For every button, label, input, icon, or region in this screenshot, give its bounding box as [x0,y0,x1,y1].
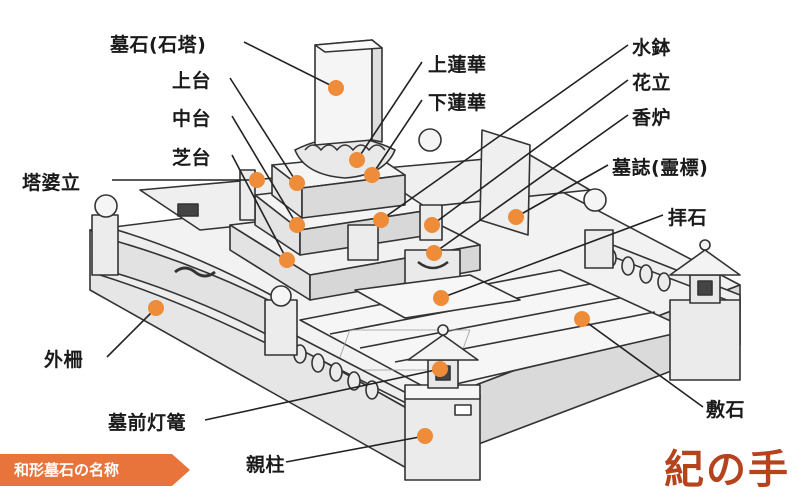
label-mizubachi: 水鉢 [632,37,672,59]
marker-chudai [289,217,305,233]
marker-jorenge [349,152,365,168]
label-gerenge: 下蓮華 [428,92,487,114]
label-boseki: 墓石(石塔) [110,34,207,56]
lantern-right [669,239,741,304]
markers [148,80,590,444]
tombstone [314,39,373,146]
label-gaisaku: 外柵 [44,349,84,371]
marker-joudai [289,175,305,191]
label-jorenge: 上蓮華 [428,54,487,76]
label-kouro: 香炉 [632,107,672,129]
epitaph-plate [479,129,531,236]
marker-boshi [508,209,524,225]
marker-hanatate [424,217,440,233]
label-tourou: 墓前灯篭 [108,412,187,434]
marker-shikiishi [574,311,590,327]
brand-logo: 紀の手 [664,446,790,493]
label-shibadai: 芝台 [172,147,212,169]
marker-tobatate [249,172,265,188]
marker-oyabashira [417,428,433,444]
label-chudai: 中台 [172,108,212,130]
marker-tourou [432,361,448,377]
label-shikiishi: 敷石 [706,399,746,421]
label-oyabashira: 親柱 [246,454,286,476]
title-badge-text: 和形墓石の名称 [14,461,120,479]
label-hanatate: 花立 [632,72,672,94]
marker-boseki [328,80,344,96]
marker-shibadai [279,252,295,268]
marker-gaisaku [148,300,164,316]
marker-haiseki [433,290,449,306]
label-haiseki: 拝石 [668,207,708,229]
marker-gerenge [364,167,380,183]
label-joudai: 上台 [172,70,212,92]
marker-mizubachi [373,212,389,228]
title-badge: 和形墓石の名称 [0,454,190,486]
leader-lines [106,41,704,463]
label-boshi: 墓誌(霊標) [612,157,709,179]
marker-kouro [426,245,442,261]
label-tobatate: 塔婆立 [22,172,81,194]
